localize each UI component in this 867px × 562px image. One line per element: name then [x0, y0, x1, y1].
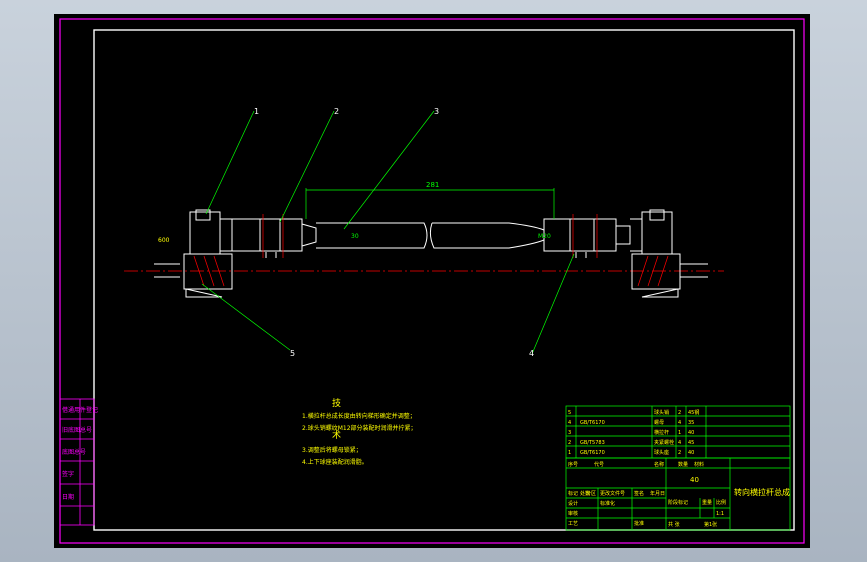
- sheet-value: 第1张: [704, 521, 717, 528]
- dim-left-label: 600: [158, 237, 170, 244]
- row-3-name: 横拉杆: [654, 429, 669, 436]
- side-strip-labels: 借通用件登记 旧底图总号 底图总号 签字 日期: [62, 406, 98, 501]
- parts-list-rows: 5 球头销 2 45钢 4 GB/T6170 螺母 4 35 3 横拉杆 1 4…: [568, 409, 699, 456]
- parts-list-table: [565, 405, 791, 459]
- stage-label: 阶段标记: [668, 499, 688, 506]
- note-line-2: 2.球头销螺纹M12部分装配时润滑并拧紧；: [302, 424, 417, 432]
- section-hatch: [193, 214, 669, 287]
- scale-label: 比例: [716, 499, 726, 506]
- change-no-label: 更改文件号: [600, 490, 625, 497]
- row-2-code: GB/T6170: [580, 420, 605, 426]
- dim-length-label: 281: [426, 181, 439, 189]
- row-5-code: GB/T6170: [580, 450, 605, 456]
- callout-2: 2: [334, 107, 339, 116]
- row-5-qty: 2: [678, 450, 681, 456]
- note-line-1: 1.横拉杆总成长度由转向梯形确定并调整；: [302, 412, 416, 420]
- zone-label: 分区: [586, 490, 596, 497]
- outer-frame: [59, 18, 805, 544]
- row-3-no: 3: [568, 430, 571, 436]
- row-4-material: 45: [688, 440, 694, 446]
- callout-3: 3: [434, 107, 439, 116]
- weight-label: 重量: [702, 499, 712, 506]
- inner-border: [93, 29, 795, 531]
- row-2-no: 4: [568, 420, 571, 426]
- note-line-3: 3.调整后将螺母锁紧；: [302, 446, 362, 454]
- scale-value: 1:1: [716, 511, 724, 517]
- drawing-title: 转向横拉杆总成: [734, 487, 790, 497]
- row-2-name: 螺母: [654, 419, 664, 426]
- material-value: 40: [690, 476, 699, 484]
- row-1-name: 球头销: [654, 409, 669, 416]
- notes-heading-2: 术: [332, 429, 341, 441]
- row-1-no: 5: [568, 410, 571, 416]
- drawing-canvas: 借通用件登记 旧底图总号 底图总号 签字 日期: [54, 14, 810, 548]
- row-2-qty: 4: [678, 420, 681, 426]
- header-code: 代号: [594, 461, 604, 468]
- dimension-length: [305, 188, 555, 219]
- row-2-material: 35: [688, 420, 694, 426]
- approve-label: 批准: [634, 520, 644, 527]
- side-strip: [59, 398, 95, 526]
- callout-4: 4: [529, 349, 534, 358]
- title-block: [565, 457, 791, 531]
- checker-label: 审核: [568, 510, 578, 517]
- cad-drawing: 借通用件登记 旧底图总号 底图总号 签字 日期: [59, 18, 805, 544]
- row-4-name: 夹紧螺栓: [654, 439, 674, 446]
- row-4-qty: 4: [678, 440, 681, 446]
- row-5-material: 40: [688, 450, 694, 456]
- header-material: 材料: [694, 461, 704, 468]
- row-1-material: 45钢: [688, 409, 699, 416]
- row-4-no: 2: [568, 440, 571, 446]
- header-no: 序号: [568, 461, 578, 468]
- count-label: 处数: [580, 490, 590, 497]
- row-4-code: GB/T5783: [580, 440, 605, 446]
- date-label: 年月日: [650, 490, 665, 497]
- side-label-3: 底图总号: [62, 448, 86, 456]
- callout-5: 5: [290, 349, 295, 358]
- tie-rod-assembly: [154, 209, 708, 298]
- technical-notes: 技 术 1.横拉杆总成长度由转向梯形确定并调整； 2.球头销螺纹M12部分装配时…: [302, 397, 417, 466]
- process-label: 工艺: [568, 521, 578, 527]
- header-qty: 数量: [678, 461, 688, 468]
- leader-lines: [201, 110, 575, 355]
- sheets-total: 共 张: [668, 521, 680, 528]
- header-name: 名称: [654, 461, 664, 468]
- side-label-2: 旧底图总号: [62, 426, 92, 434]
- callout-1: 1: [254, 107, 259, 116]
- row-1-qty: 2: [678, 410, 681, 416]
- note-line-4: 4.上下球座装配润滑脂。: [302, 458, 368, 466]
- designer-label: 设计: [568, 500, 578, 507]
- signature-label: 签名: [634, 490, 644, 497]
- notes-heading: 技: [332, 397, 341, 409]
- row-5-no: 1: [568, 450, 571, 456]
- side-label-5: 日期: [62, 493, 74, 501]
- row-5-name: 球头座: [654, 449, 669, 456]
- marks-label: 标记: [568, 490, 578, 497]
- side-label-1: 借通用件登记: [62, 406, 98, 414]
- title-block-text: 40 转向横拉杆总成 阶段标记 重量 比例 1:1 共 张 第1张 标记 处数 …: [568, 476, 790, 528]
- standard-label: 标准化: [600, 500, 615, 507]
- parts-list-header: 序号 代号 名称 数量 材料: [568, 461, 704, 468]
- part-callouts: 1 2 3 4 5: [254, 107, 534, 358]
- side-label-4: 签字: [62, 470, 74, 478]
- row-3-qty: 1: [678, 430, 681, 436]
- row-3-material: 40: [688, 430, 694, 436]
- dim-end-size-label: M20: [538, 233, 551, 240]
- dim-diameter-label: 30: [351, 233, 359, 240]
